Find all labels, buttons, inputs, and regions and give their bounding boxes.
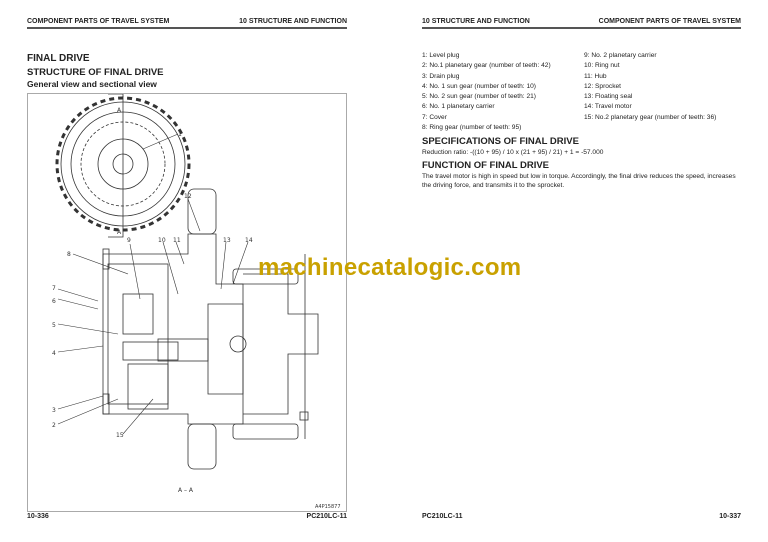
callout-15: 15 bbox=[116, 432, 124, 439]
section-label: A – A bbox=[178, 487, 194, 494]
left-header-section: COMPONENT PARTS OF TRAVEL SYSTEM bbox=[27, 18, 170, 25]
callout-4: 4 bbox=[52, 350, 56, 357]
callout-9: 9 bbox=[127, 237, 131, 244]
part-item: 6: No. 1 planetary carrier bbox=[422, 103, 495, 111]
figure-caption: General view and sectional view bbox=[27, 79, 157, 89]
callout-12: 12 bbox=[184, 193, 192, 200]
callout-10: 10 bbox=[158, 237, 166, 244]
callout-11: 11 bbox=[173, 237, 181, 244]
part-item: 8: Ring gear (number of teeth: 95) bbox=[422, 124, 522, 132]
part-item: 2: No.1 planetary gear (number of teeth:… bbox=[422, 62, 551, 70]
part-item: 14: Travel motor bbox=[584, 103, 632, 111]
callout-leaders bbox=[57, 133, 249, 435]
spec-heading: SPECIFICATIONS OF FINAL DRIVE bbox=[422, 136, 579, 147]
watermark: machinecatalogic.com bbox=[258, 254, 522, 281]
section-marker-bottom: A bbox=[117, 229, 122, 236]
right-header-section: COMPONENT PARTS OF TRAVEL SYSTEM bbox=[598, 18, 741, 25]
sectional-view bbox=[102, 188, 319, 470]
left-header-rule bbox=[27, 27, 347, 29]
callout-13: 13 bbox=[223, 237, 231, 244]
part-item: 9: No. 2 planetary carrier bbox=[584, 52, 657, 59]
callout-5: 5 bbox=[52, 322, 56, 329]
callout-6: 6 bbox=[52, 298, 56, 305]
parts-list-right: 9: No. 2 planetary carrier 10: Ring nut … bbox=[584, 51, 716, 123]
sprocket-general-view bbox=[55, 93, 191, 238]
callout-7: 7 bbox=[52, 285, 56, 292]
right-page-number: 10-337 bbox=[719, 513, 741, 520]
final-drive-figure: 1 2 3 4 5 6 7 8 9 10 11 12 13 14 15 A A … bbox=[27, 93, 347, 512]
part-item: 10: Ring nut bbox=[584, 62, 620, 70]
callout-3: 3 bbox=[52, 407, 56, 414]
function-text: The travel motor is high in speed but lo… bbox=[422, 173, 736, 189]
left-header-chapter: 10 STRUCTURE AND FUNCTION bbox=[239, 18, 347, 25]
callout-14: 14 bbox=[245, 237, 253, 244]
figure-code: A4P15877 bbox=[315, 504, 341, 510]
right-header-chapter: 10 STRUCTURE AND FUNCTION bbox=[422, 18, 530, 25]
spec-text: Reduction ratio: -((10 + 95) / 10 x (21 … bbox=[422, 149, 604, 156]
final-drive-drawing: 1 2 3 4 5 6 7 8 9 10 11 12 13 14 15 A A … bbox=[52, 93, 341, 510]
part-item: 11: Hub bbox=[584, 72, 607, 80]
callout-2: 2 bbox=[52, 422, 56, 429]
part-item: 7: Cover bbox=[422, 113, 447, 121]
part-item: 15: No.2 planetary gear (number of teeth… bbox=[584, 113, 717, 121]
part-item: 12: Sprocket bbox=[584, 82, 622, 90]
part-item: 3: Drain plug bbox=[422, 72, 460, 80]
part-item: 13: Floating seal bbox=[584, 93, 633, 101]
subtitle: STRUCTURE OF FINAL DRIVE bbox=[27, 67, 164, 78]
page-title: FINAL DRIVE bbox=[27, 53, 90, 64]
right-header-rule bbox=[422, 27, 741, 29]
part-item: 1: Level plug bbox=[422, 52, 460, 59]
parts-list-left: 1: Level plug 2: No.1 planetary gear (nu… bbox=[422, 51, 551, 133]
part-item: 5: No. 2 sun gear (number of teeth: 21) bbox=[422, 93, 536, 101]
left-model: PC210LC-11 bbox=[306, 513, 347, 520]
callout-1: 1 bbox=[178, 131, 182, 138]
function-heading: FUNCTION OF FINAL DRIVE bbox=[422, 160, 550, 171]
section-marker-top: A bbox=[117, 107, 122, 114]
right-model: PC210LC-11 bbox=[422, 513, 463, 520]
part-item: 4: No. 1 sun gear (number of teeth: 10) bbox=[422, 82, 536, 90]
left-page-number: 10-336 bbox=[27, 513, 49, 520]
callout-8: 8 bbox=[67, 251, 71, 258]
